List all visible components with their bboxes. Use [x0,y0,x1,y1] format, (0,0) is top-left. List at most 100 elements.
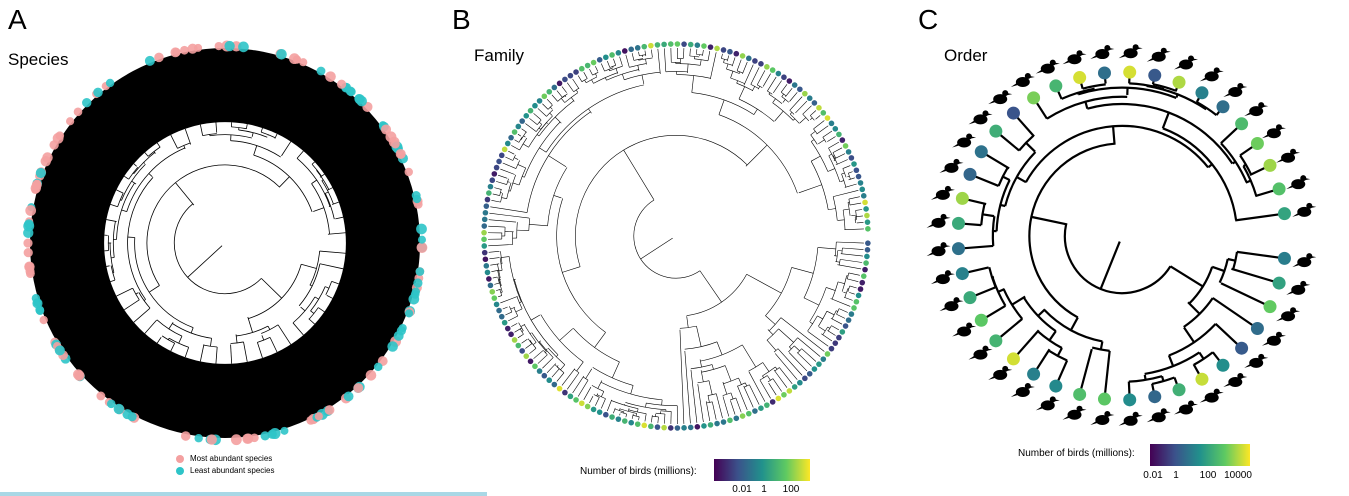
species-tip-dot [336,79,347,89]
bird-silhouette-icon [1118,44,1143,59]
family-tip-dot [519,348,525,354]
species-tip-dot [73,107,83,117]
bird-silhouette-icon [1118,411,1143,426]
family-tip-dot [489,288,496,295]
family-tip-dot [739,53,746,59]
family-tip-dot [851,161,857,167]
species-tip-dot [127,412,137,422]
family-tip-dot [733,415,740,422]
species-tip-dot [224,40,235,52]
order-tip-dot [955,267,969,281]
family-tip-dot [752,58,758,64]
species-tip-dot [280,426,289,435]
species-tip-dot [267,429,277,439]
family-tip-dot [578,65,585,72]
family-tip-dot [694,42,701,48]
bird-silhouette-icon [1244,102,1269,117]
order-tip-dot [1250,322,1264,336]
family-tip-dot [836,334,842,341]
family-tip-dot [486,276,492,282]
bird-silhouette-icon [1035,59,1060,74]
species-tip-dot [387,341,398,352]
species-tip-dot [180,45,189,55]
family-tip-dot [491,295,498,301]
family-tip-dot [546,88,553,95]
family-tip-dot [824,115,831,121]
order-tip-dot [1049,379,1063,393]
family-tip-dot [745,55,752,62]
species-tip-dot [242,433,253,444]
family-tip-dot [820,356,827,362]
family-tip-dot [567,393,574,400]
family-tip-dot [519,118,525,124]
species-tip-dot [113,403,125,415]
species-tip-dot [106,399,116,409]
family-tip-dot [486,190,492,196]
family-tip-dot [496,307,502,314]
bird-silhouette-icon [1035,396,1060,411]
family-tree-branches [488,48,864,424]
order-tip-dot [1027,91,1041,105]
species-tip-dot [416,223,427,235]
family-tip-dot [797,379,803,386]
species-tip-dot [105,78,115,88]
order-tree [926,44,1317,426]
order-tip-markers [926,44,1317,426]
species-abundance-dots [23,40,428,446]
bird-silhouette-icon [1292,253,1317,268]
family-tip-dot [791,82,798,88]
species-tip-dot [42,152,53,163]
order-tip-dot [1027,367,1041,381]
family-tip-dot [855,292,862,299]
family-tip-dot [714,45,720,52]
species-tip-dot [250,433,259,443]
bird-silhouette-icon [1146,47,1171,62]
family-tip-dot [634,421,641,427]
family-tip-dot [511,129,518,135]
species-tip-dot [214,41,223,51]
order-tip-dot [1216,358,1230,372]
family-tip-dot [603,54,609,61]
family-tip-dot [556,80,563,87]
order-tip-dot [963,167,977,181]
family-tip-dot [727,48,733,55]
family-tip-dot [863,260,869,266]
family-tip-dot [596,57,603,63]
family-tip-dot [862,266,868,273]
family-tip-dot [764,64,770,70]
family-tip-dot [661,424,667,431]
panel-letter-b: B [452,4,471,35]
bird-silhouette-icon [1286,175,1311,190]
order-tip-dot [974,145,988,159]
family-tip-dot [802,90,808,97]
family-tip-dot [863,206,869,212]
legend-most-abundant: Most abundant species [176,454,272,463]
legend-least-label: Least abundant species [190,466,275,475]
family-tip-dot [562,389,568,396]
family-tip-dot [615,416,622,422]
family-tip-dot [745,410,752,417]
family-tip-dot [667,41,674,47]
family-tip-dot [573,397,579,403]
order-tip-dot [1277,207,1291,221]
family-tip-dot [864,212,870,219]
family-tip-dot [860,193,867,199]
panel-letter-c: C [918,4,939,35]
colorbar-c-label: Number of birds (millions): [1018,448,1135,459]
bird-silhouette-icon [1244,353,1269,368]
family-tip-dot [596,409,603,415]
bottom-strip [0,492,487,496]
family-tip-dot [786,78,793,84]
family-tip-dot [609,52,615,58]
family-tip-dot [811,100,818,106]
bird-silhouette-icon [968,110,993,125]
panel-title-order: Order [944,46,988,65]
bird-silhouette-icon [1261,124,1286,139]
family-tip-dot [865,226,871,232]
species-tip-dot [73,369,84,380]
species-tip-dot [299,58,308,67]
order-tip-dot [1235,117,1249,131]
species-tip-dot [25,205,37,216]
family-tip-dot [806,95,813,102]
bird-silhouette-icon [1173,55,1198,70]
